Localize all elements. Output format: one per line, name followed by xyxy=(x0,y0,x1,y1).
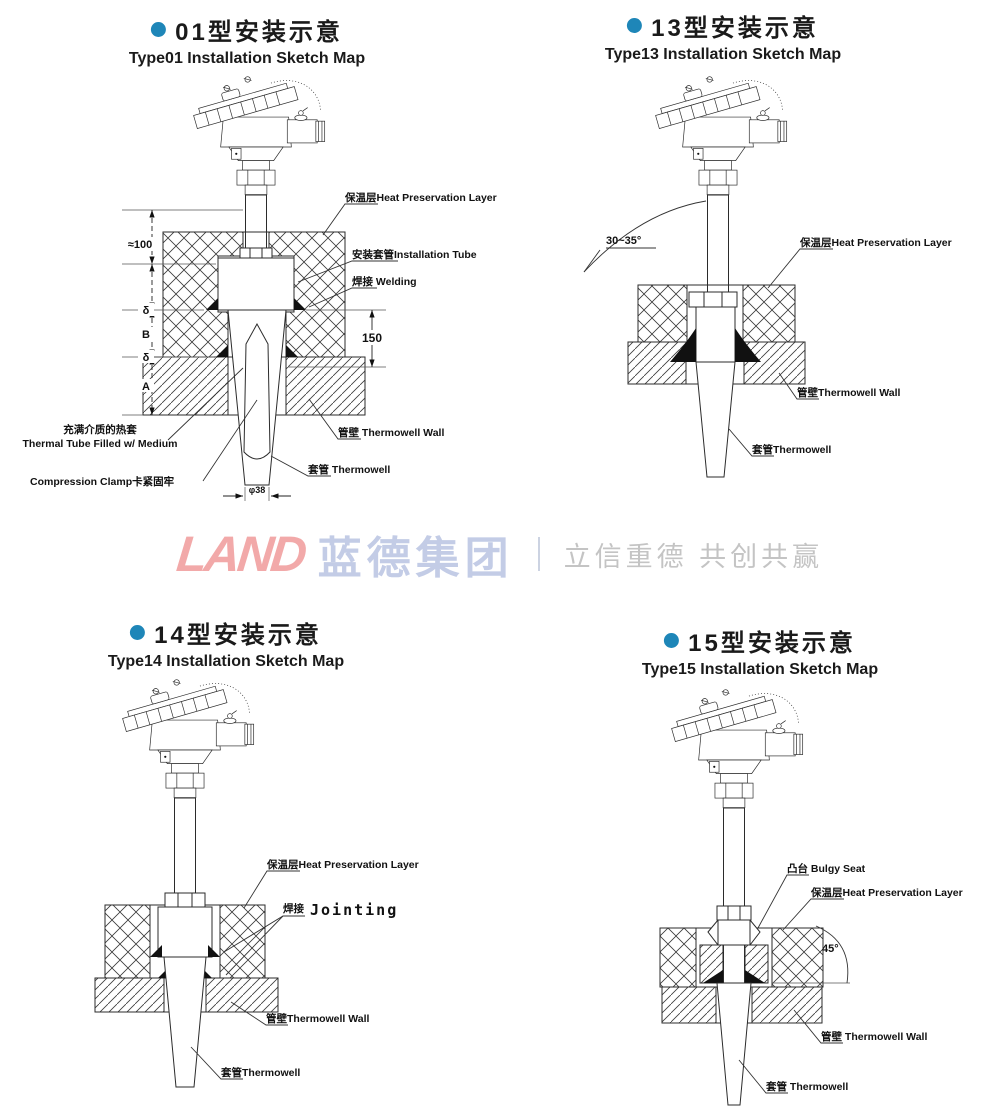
label-installation-tube: 安装套管Installation Tube xyxy=(352,248,477,261)
probe-tube xyxy=(245,194,267,256)
type15-title: 15型安装示意 Type15 Installation Sketch Map xyxy=(642,623,878,679)
logo-latin-text: LAND xyxy=(173,526,307,582)
mounting-block xyxy=(157,906,213,958)
thermocouple-head xyxy=(116,667,255,798)
type14-title: 14型安装示意 Type14 Installation Sketch Map xyxy=(108,615,344,671)
dim-delta-2: δ xyxy=(143,352,150,364)
thermowell-cone xyxy=(716,982,752,1106)
logo-cn-text: 蓝德集团 xyxy=(317,534,514,583)
angle-annotation: 45° xyxy=(772,925,850,984)
label-jointing: Jointing xyxy=(310,901,398,919)
label-thermal-tube-cn: 充满介质的热套 xyxy=(63,423,137,436)
label-thermowell: 套管 Thermowell xyxy=(765,1080,848,1093)
left-dimension: ≈100 δ B δ A xyxy=(121,209,243,416)
probe-tube xyxy=(174,797,196,896)
label-thermowell: 套管 Thermowell xyxy=(307,463,390,476)
mounting-nut xyxy=(688,291,738,308)
type14-title-cn: 14型安装示意 xyxy=(154,622,322,649)
thermocouple-head xyxy=(187,64,326,195)
company-logo: LAND 蓝德集团 立信重德 共创共赢 xyxy=(0,520,1000,588)
dim-approx-100: ≈100 xyxy=(128,239,152,251)
thermowell-cone xyxy=(695,361,736,478)
weld-fillets xyxy=(670,328,761,362)
dim-delta-1: δ xyxy=(143,305,150,317)
tube-nut xyxy=(164,892,206,908)
type15-title-cn: 15型安装示意 xyxy=(688,630,856,657)
dim-b: B xyxy=(142,329,150,341)
type15-title-en: Type15 Installation Sketch Map xyxy=(641,661,879,678)
bullet-icon xyxy=(151,22,167,37)
well-barrel xyxy=(695,306,736,363)
label-thermowell-wall: 管壁 Thermowell Wall xyxy=(338,426,444,439)
right-dimension-150: 150 xyxy=(288,309,388,368)
installation-tube xyxy=(217,257,295,311)
thermowell-cone xyxy=(163,956,207,1088)
probe-tube xyxy=(707,194,729,294)
label-heat-preservation: 保温层Heat Preservation Layer xyxy=(810,886,963,899)
callout-labels: 保温层Heat Preservation Layer 管壁Thermowell … xyxy=(728,236,952,457)
label-thermowell-wall: 管壁Thermowell Wall xyxy=(797,386,901,399)
logo-divider xyxy=(537,537,540,571)
label-heat-preservation: 保温层Heat Preservation Layer xyxy=(799,236,952,249)
callout-labels: 凸台 Bulgy Seat 保温层Heat Preservation Layer… xyxy=(738,862,963,1094)
weld-fillets xyxy=(150,945,220,978)
dim-angle-30-35: 30~35° xyxy=(606,235,641,247)
collar-nut xyxy=(716,905,752,921)
type01-diagram: ≈100 δ B δ A 150 φ38 保温层Heat Preservatio… xyxy=(23,64,497,501)
label-welding: 焊接 Welding xyxy=(352,275,417,288)
type13-diagram: 30~35° 保温层Heat Preservation Layer 管壁Ther… xyxy=(583,64,952,478)
label-thermowell-wall: 管壁Thermowell Wall xyxy=(266,1012,370,1025)
callout-labels: 保温层Heat Preservation Layer 焊接 Jointing 管… xyxy=(190,858,419,1080)
bullet-icon xyxy=(664,633,680,648)
label-welding-cn: 焊接 xyxy=(283,902,304,915)
label-bulgy-seat: 凸台 Bulgy Seat xyxy=(787,862,866,875)
thermal-tube-cavity xyxy=(243,322,271,460)
callout-labels: 保温层Heat Preservation Layer 安装套管Installat… xyxy=(23,191,497,488)
label-heat-preservation: 保温层Heat Preservation Layer xyxy=(266,858,419,871)
weld-fillets xyxy=(206,298,306,357)
label-thermowell-wall: 管壁 Thermowell Wall xyxy=(821,1030,927,1043)
type01-title-cn: 01型安装示意 xyxy=(175,19,343,46)
probe-tube xyxy=(723,807,745,909)
type13-title-en: Type13 Installation Sketch Map xyxy=(604,46,842,63)
dim-angle-45: 45° xyxy=(822,943,839,955)
dim-phi38: φ38 xyxy=(249,485,265,495)
hex-nut xyxy=(707,919,761,946)
type01-title-en: Type01 Installation Sketch Map xyxy=(128,50,366,67)
label-heat-preservation: 保温层Heat Preservation Layer xyxy=(344,191,497,204)
well-barrel xyxy=(723,944,745,984)
type15-diagram: 45° 凸台 Bulgy Seat 保温层Heat Preservation L… xyxy=(659,677,963,1106)
bottom-dimension-phi38: φ38 xyxy=(223,485,291,501)
tube-nut xyxy=(239,247,273,260)
label-thermowell: 套管Thermowell xyxy=(220,1066,300,1079)
thermocouple-head xyxy=(665,677,804,808)
label-compression-clamp: Compression Clamp卡紧固牢 xyxy=(30,475,175,488)
thermocouple-head xyxy=(649,64,788,195)
bullet-icon xyxy=(130,625,146,640)
type13-title: 13型安装示意 Type13 Installation Sketch Map xyxy=(605,8,841,64)
weld-fillets xyxy=(703,970,765,983)
bullet-icon xyxy=(627,18,643,33)
type14-title-en: Type14 Installation Sketch Map xyxy=(107,653,345,670)
dim-150: 150 xyxy=(362,331,382,345)
type01-title: 01型安装示意 Type01 Installation Sketch Map xyxy=(129,12,365,68)
label-thermowell: 套管Thermowell xyxy=(751,443,831,456)
type13-title-cn: 13型安装示意 xyxy=(651,15,819,42)
type14-diagram: 保温层Heat Preservation Layer 焊接 Jointing 管… xyxy=(94,667,419,1088)
dim-a: A xyxy=(142,381,150,393)
label-thermal-tube-en: Thermal Tube Filled w/ Medium xyxy=(23,438,178,450)
logo-slogan: 立信重德 共创共赢 xyxy=(563,541,824,572)
angle-annotation: 30~35° xyxy=(583,200,707,273)
